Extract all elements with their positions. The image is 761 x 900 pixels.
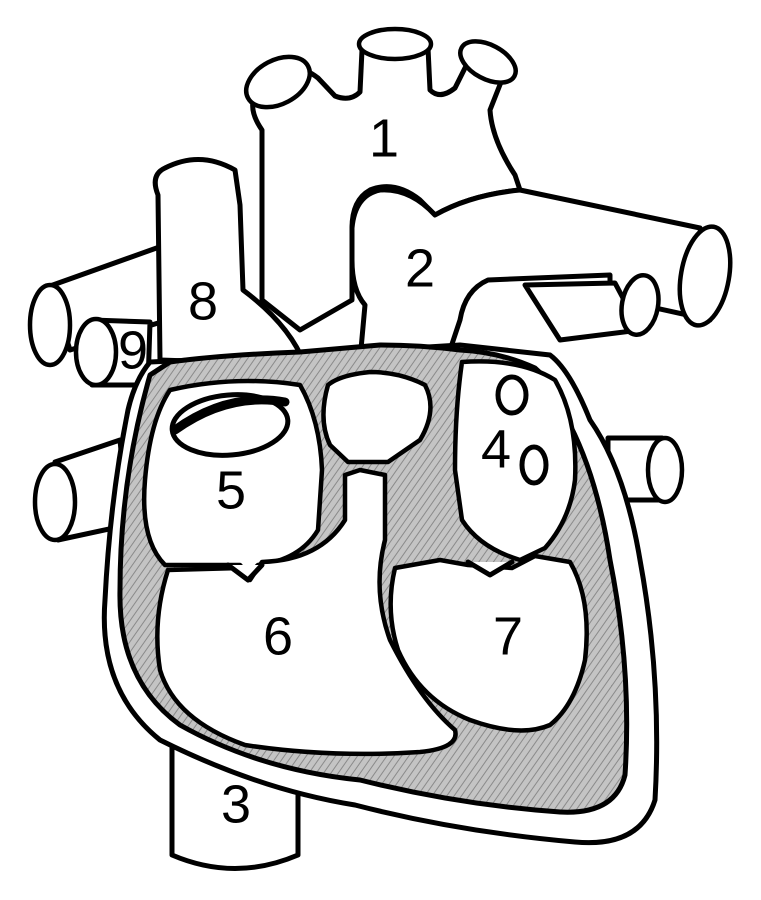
right-ventricle-cavity bbox=[155, 467, 458, 757]
left-atrium-cavity bbox=[452, 359, 578, 563]
mitral-valve bbox=[465, 559, 515, 578]
label-4: 4 bbox=[481, 419, 511, 479]
labels: 1 2 3 4 5 6 7 8 9 bbox=[118, 108, 523, 834]
label-7: 7 bbox=[493, 606, 523, 666]
label-9: 9 bbox=[118, 320, 148, 380]
label-3: 3 bbox=[221, 774, 251, 834]
aorta bbox=[244, 26, 523, 333]
chambers bbox=[141, 359, 589, 757]
left-ventricle-cavity bbox=[388, 553, 589, 733]
label-1: 1 bbox=[369, 108, 399, 168]
tricuspid-valve bbox=[225, 562, 265, 583]
valves bbox=[169, 374, 549, 583]
pulmonary-artery bbox=[349, 187, 733, 383]
label-8: 8 bbox=[188, 271, 218, 331]
pulmonary-vein-opening-upper bbox=[495, 374, 529, 416]
label-5: 5 bbox=[216, 460, 246, 520]
label-2: 2 bbox=[405, 238, 435, 298]
pulmonary-vein-opening-lower bbox=[519, 444, 549, 486]
label-6: 6 bbox=[263, 606, 293, 666]
aortic-root-cavity bbox=[321, 369, 433, 465]
superior-vena-cava bbox=[152, 157, 308, 368]
